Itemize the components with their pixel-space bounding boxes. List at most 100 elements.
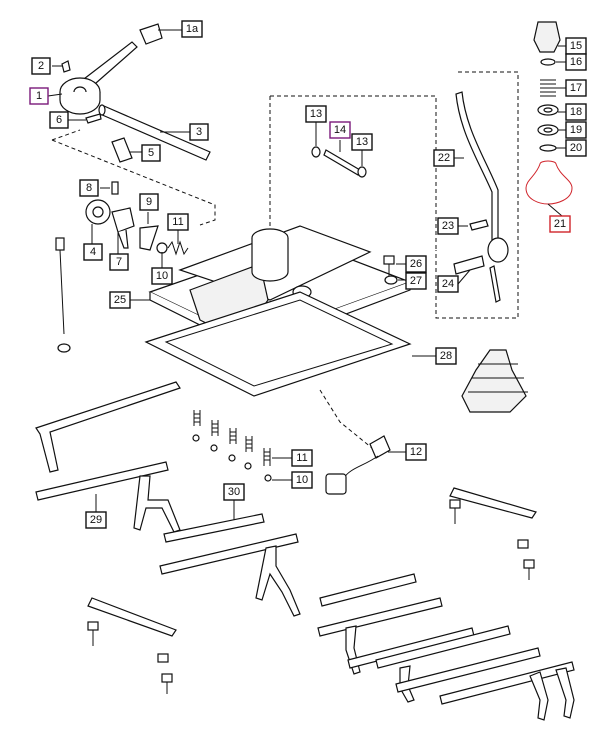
label-1a[interactable]: 1a xyxy=(181,20,203,38)
label-9[interactable]: 9 xyxy=(139,193,159,211)
label-29[interactable]: 29 xyxy=(85,511,107,529)
label-19-text: 19 xyxy=(570,124,582,136)
label-11a-text: 11 xyxy=(172,216,183,228)
label-5[interactable]: 5 xyxy=(141,144,161,162)
label-18-text: 18 xyxy=(570,106,582,118)
label-25[interactable]: 25 xyxy=(109,291,131,309)
label-24[interactable]: 24 xyxy=(437,275,459,293)
part-ring-19[interactable] xyxy=(537,124,559,136)
label-2-text: 2 xyxy=(38,60,44,72)
label-19[interactable]: 19 xyxy=(565,121,587,139)
label-15-text: 15 xyxy=(570,40,582,52)
label-11a[interactable]: 11 xyxy=(167,213,189,231)
part-washer-27[interactable] xyxy=(384,275,398,285)
part-pin-24[interactable] xyxy=(453,255,485,275)
part-lever-9[interactable] xyxy=(139,225,159,251)
part-washer-16[interactable] xyxy=(540,58,556,66)
part-pin-23[interactable] xyxy=(469,219,489,231)
part-pin-8[interactable] xyxy=(111,181,119,195)
label-3-text: 3 xyxy=(196,126,202,138)
label-6[interactable]: 6 xyxy=(49,111,69,129)
label-8-text: 8 xyxy=(86,182,92,194)
label-4[interactable]: 4 xyxy=(83,243,103,261)
label-26-text: 26 xyxy=(410,258,422,270)
label-1[interactable]: 1 xyxy=(29,87,49,105)
label-27-text: 27 xyxy=(410,275,422,287)
label-11b-text: 11 xyxy=(296,452,307,464)
label-9-text: 9 xyxy=(146,196,152,208)
label-22[interactable]: 22 xyxy=(433,149,455,167)
label-17-text: 17 xyxy=(570,82,582,94)
part-rods-bundle[interactable] xyxy=(317,573,575,721)
label-12-text: 12 xyxy=(410,446,422,458)
label-11b[interactable]: 11 xyxy=(291,449,313,467)
part-gear-lever-22[interactable] xyxy=(455,91,509,303)
label-6-text: 6 xyxy=(56,114,62,126)
label-3[interactable]: 3 xyxy=(189,123,209,141)
part-roller-13b[interactable] xyxy=(357,166,367,178)
label-17[interactable]: 17 xyxy=(565,79,587,97)
label-23-text: 23 xyxy=(442,220,454,232)
part-dipstick[interactable] xyxy=(55,237,71,353)
label-12[interactable]: 12 xyxy=(405,443,427,461)
label-21[interactable]: 21 xyxy=(549,215,571,233)
label-30-text: 30 xyxy=(228,486,240,498)
label-13b-text: 13 xyxy=(356,136,368,148)
label-29-text: 29 xyxy=(90,514,102,526)
part-rod-29[interactable] xyxy=(35,461,181,533)
part-pin-2[interactable] xyxy=(61,60,71,73)
part-sensor-connector-12[interactable] xyxy=(325,435,391,495)
part-spring-11a[interactable] xyxy=(167,240,189,256)
label-5-text: 5 xyxy=(148,147,154,159)
label-14[interactable]: 14 xyxy=(329,121,351,139)
part-pin-14[interactable] xyxy=(323,149,361,176)
part-boot-21[interactable] xyxy=(525,160,573,205)
part-washer-20[interactable] xyxy=(539,144,557,152)
part-roller-13a[interactable] xyxy=(311,146,321,158)
label-8[interactable]: 8 xyxy=(79,179,99,197)
label-16-text: 16 xyxy=(570,56,582,68)
label-13a[interactable]: 13 xyxy=(305,105,327,123)
label-28[interactable]: 28 xyxy=(435,347,457,365)
label-30[interactable]: 30 xyxy=(223,483,245,501)
label-18[interactable]: 18 xyxy=(565,103,587,121)
part-detent-plate-right[interactable] xyxy=(449,487,537,580)
part-pin-6[interactable] xyxy=(85,113,102,124)
label-10b[interactable]: 10 xyxy=(291,471,313,489)
label-15[interactable]: 15 xyxy=(565,37,587,55)
part-spring-17[interactable] xyxy=(540,79,556,97)
label-26[interactable]: 26 xyxy=(405,255,427,273)
part-balls-10b[interactable] xyxy=(192,434,272,482)
part-bushing-18[interactable] xyxy=(537,104,559,116)
part-shaft-3[interactable] xyxy=(98,104,211,161)
part-gasket-28[interactable] xyxy=(144,291,412,397)
part-fork-7[interactable] xyxy=(111,207,135,249)
part-shift-knob-assembly[interactable] xyxy=(59,23,163,115)
part-knob-15[interactable] xyxy=(533,21,561,53)
label-2[interactable]: 2 xyxy=(31,57,51,75)
label-21-text: 21 xyxy=(554,218,566,230)
part-springs-11b[interactable] xyxy=(193,410,271,466)
part-interlock-bar[interactable] xyxy=(35,381,181,473)
part-sleeve-5[interactable] xyxy=(111,137,133,163)
label-23[interactable]: 23 xyxy=(437,217,459,235)
label-16[interactable]: 16 xyxy=(565,53,587,71)
label-10a[interactable]: 10 xyxy=(151,267,173,285)
part-ball-10a[interactable] xyxy=(156,242,168,254)
label-27[interactable]: 27 xyxy=(405,272,427,290)
label-24-text: 24 xyxy=(442,278,454,290)
label-22-text: 22 xyxy=(438,152,450,164)
label-7-text: 7 xyxy=(116,256,122,268)
part-gaiter[interactable] xyxy=(461,349,528,413)
label-4-text: 4 xyxy=(90,246,96,258)
label-7[interactable]: 7 xyxy=(109,253,129,271)
label-13b[interactable]: 13 xyxy=(351,133,373,151)
label-10b-text: 10 xyxy=(296,474,308,486)
part-detent-plate-left[interactable] xyxy=(87,597,177,694)
part-collar-4[interactable] xyxy=(85,199,111,225)
part-rod-30[interactable] xyxy=(159,513,301,617)
label-1-text: 1 xyxy=(36,90,42,102)
label-20[interactable]: 20 xyxy=(565,139,587,157)
